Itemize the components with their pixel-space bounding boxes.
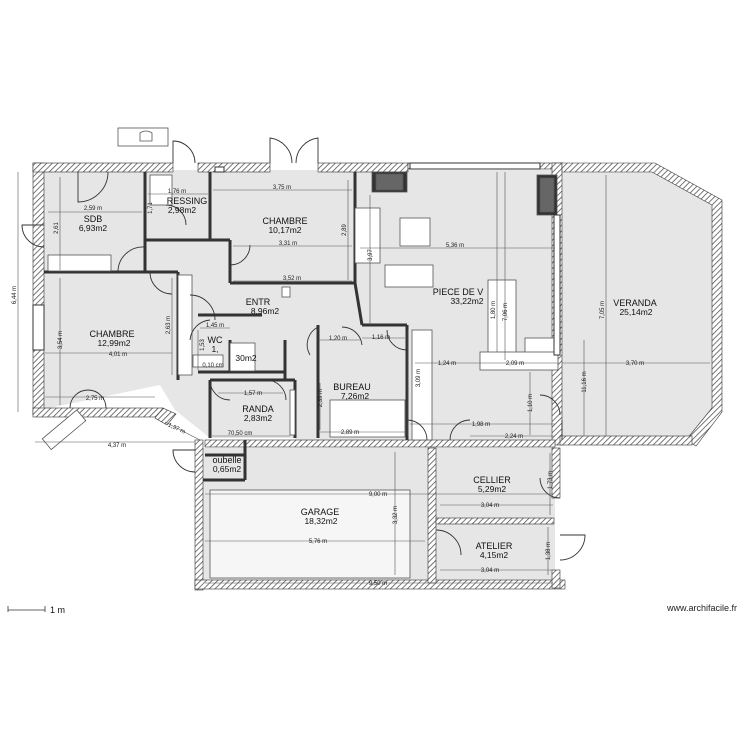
room-area-placard: 30m2 [235,353,257,363]
room-area-veranda-1: 25,14m2 [619,307,652,317]
dimension-label: 4,37 m [108,443,126,449]
dimension-label: 3,32 m [393,506,399,524]
room-name-veranda-2: RANDA [242,404,274,414]
dimension-label: 3,04 m [481,503,499,509]
dimension-label: 2,39 m [318,389,324,407]
dimension-label: 1,24 m [438,361,456,367]
room-name-cellier: CELLIER [473,475,511,485]
dimension-label: 11,16 m [582,371,588,392]
dimension-label: 5,36 m [446,243,464,249]
dimension-label: 2,75 m [86,396,104,402]
room-name-entree: ENTR [246,297,271,307]
room-area-veranda-2: 2,83m2 [244,413,273,423]
dimension-label: 6,44 m [12,286,18,304]
dimension-label: 2,61 [54,222,60,234]
dimension-label: 9,50 m [369,581,387,587]
room-area-dressing: 2,98m2 [168,205,197,215]
dimension-label: 2,89 [342,224,348,236]
dimension-label: 1,45 m [206,323,224,329]
dimension-label: 4,01 m [109,352,127,358]
room-area-garage: 18,32m2 [304,516,337,526]
scale-bar [7,606,46,612]
dimension-label: 2,63 m [166,316,172,334]
dimension-label: 3,54 m [58,331,64,349]
dimension-label: 1,37 m [167,422,186,435]
dimension-label: 1,38 m [546,542,552,560]
room-name-bureau: BUREAU [333,382,371,392]
dimension-label: 3,09 m [416,369,422,387]
room-name-wc: WC [208,335,223,345]
room-name-sdb: SDB [84,214,103,224]
windows [32,162,561,356]
dimension-label: 5,76 m [309,539,327,545]
dimension-label: 3,52 m [283,276,301,282]
scale-label: 1 m [50,605,65,615]
room-area-chambre-2: 12,99m2 [97,338,130,348]
dimension-label: 3,04 m [481,568,499,574]
dimension-label: 2,09 m [506,361,524,367]
dimension-label: 3,75 m [273,185,291,191]
dimension-label: 1,76 m [168,189,186,195]
furniture [41,127,559,579]
dimension-label: 3,31 m [279,241,297,247]
dimension-label: 7,06 m [503,303,509,321]
dimension-label: 1,57 m [244,391,262,397]
dimension-lines [17,172,710,584]
dimension-label: 2,59 m [84,206,102,212]
credit-text: www.archifacile.fr [666,603,737,613]
room-area-entree: 8,96m2 [251,306,280,316]
room-name-atelier: ATELIER [476,541,513,551]
dimension-label: 0,10 cm [202,363,223,369]
room-area-poubelle: 0,65m2 [213,464,242,474]
dimension-label: 70,50 cm [228,431,253,437]
dimension-label: 2,24 m [505,434,523,440]
dimension-label: 1,10 m [528,394,534,412]
door-swings [21,137,586,561]
dimension-label: 3,70 m [626,361,644,367]
room-area-wc: 1, [211,344,218,354]
dimension-label: 3,97 [368,249,374,261]
room-area-atelier: 4,15m2 [480,550,509,560]
dimension-label: 9,00 m [369,492,387,498]
dimension-label: 1,20 m [329,336,347,342]
room-area-bureau: 7,26m2 [341,391,370,401]
dimension-label: 1,98 m [472,422,490,428]
room-name-poubelle: oubelle [212,455,241,465]
room-area-chambre-1: 10,17m2 [268,225,301,235]
room-area-cellier: 5,29m2 [478,484,507,494]
room-name-chambre-2: CHAMBRE [89,329,134,339]
room-name-veranda-1: VERANDA [613,298,657,308]
dimension-label: 2,89 m [341,430,359,436]
room-area-piece-de-vie: 33,22m2 [450,296,483,306]
room-name-piece-de-vie: PIECE DE V [433,287,484,297]
room-name-garage: GARAGE [301,507,340,517]
room-area-sdb: 6,93m2 [79,223,108,233]
room-name-chambre-1: CHAMBRE [262,216,307,226]
dimension-label: 1,16 m [372,335,390,341]
room-name-dressing: RESSING [167,196,208,206]
dimension-label: 1,71 [148,202,154,214]
dimension-label: 1,53 [200,339,206,351]
dimension-label: 7,05 m [600,301,606,319]
dimension-label: 1,80 m [491,301,497,319]
dimension-label: 1,73 m [548,471,554,489]
